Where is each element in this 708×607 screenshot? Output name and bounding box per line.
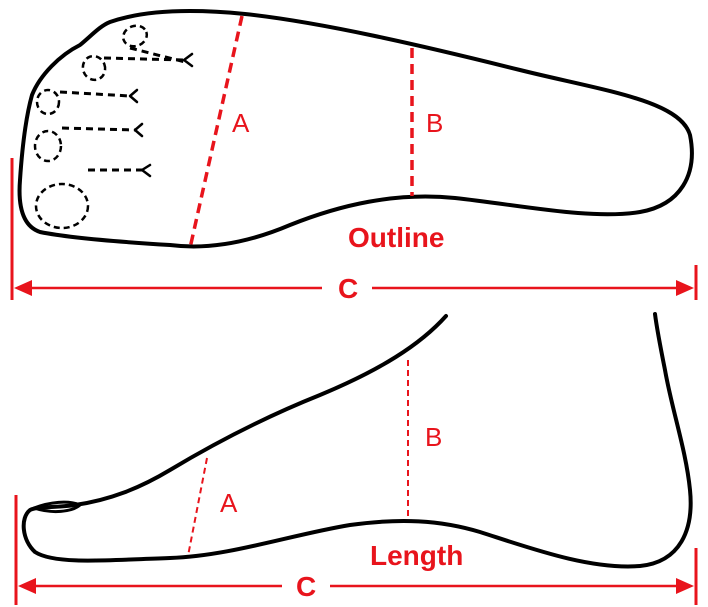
side-view-title: Length: [370, 540, 463, 571]
foot-side-outline: [24, 314, 691, 566]
side-view: A B Length C: [16, 314, 696, 605]
top-label-a: A: [232, 108, 250, 138]
toe-big: [36, 184, 88, 228]
top-view: A B Outline C: [12, 11, 696, 304]
foot-sole-outline: [20, 11, 692, 246]
top-label-c: C: [338, 273, 358, 304]
top-view-title: Outline: [348, 222, 444, 253]
side-label-b: B: [425, 422, 442, 452]
side-label-c: C: [296, 571, 316, 602]
toe-third: [37, 90, 59, 114]
side-measure-c: [16, 495, 696, 605]
toes: [35, 22, 150, 228]
top-label-b: B: [426, 108, 443, 138]
side-measure-a-line: [188, 458, 207, 556]
toe-second: [35, 131, 61, 161]
toe-fifth: [120, 22, 149, 49]
bone-lines: [60, 48, 192, 176]
side-label-a: A: [220, 488, 238, 518]
